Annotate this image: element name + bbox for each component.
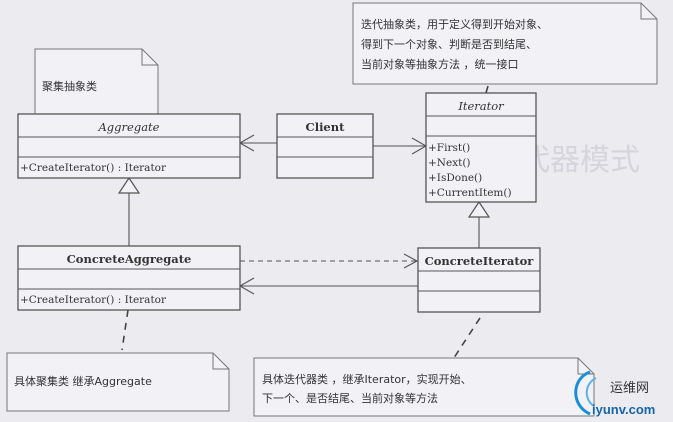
note-iterator-line-1: 迭代抽象类，用于定义得到开始对象、: [361, 17, 548, 31]
class-concrete-aggregate-name: ConcreteAggregate: [67, 252, 192, 266]
note-concrete-iterator-line-2: 下一个、是否结尾、当前对象等方法: [262, 391, 438, 405]
class-iterator-op-4: +CurrentItem(): [428, 187, 512, 199]
note-anchor-concreteiterator: [445, 317, 481, 371]
class-aggregate-op-1: +CreateIterator() : Iterator: [20, 162, 167, 174]
class-client: Client: [276, 113, 374, 179]
class-concrete-iterator-name: ConcreteIterator: [425, 254, 535, 268]
note-iterator-line-3: 当前对象等抽象方法 ，统一接口: [361, 57, 519, 71]
class-client-name: Client: [306, 120, 346, 134]
class-iterator-op-3: +IsDone(): [428, 172, 482, 184]
association-client-iterator: [373, 137, 428, 155]
class-iterator-op-2: +Next(): [428, 157, 471, 169]
class-concrete-aggregate-op-1: +CreateIterator() : Iterator: [20, 294, 167, 306]
class-iterator: Iterator +First() +Next() +IsDone() +Cur…: [425, 92, 537, 203]
watermark-site: iyunv.com: [592, 402, 655, 417]
dependency-concreteaggregate-concreteiterator: [240, 253, 419, 269]
class-aggregate-name: Aggregate: [98, 120, 160, 134]
association-concreteiterator-concreteaggregate: [238, 277, 418, 295]
class-iterator-op-1: +First(): [428, 142, 470, 154]
class-concrete-iterator: ConcreteIterator: [417, 247, 541, 313]
note-anchor-concreteaggregate: [121, 309, 129, 351]
note-concrete-aggregate-text: 具体聚集类 继承Aggregate: [14, 374, 152, 388]
note-concrete-iterator: 具体迭代器类 ，继承Iterator，实现开始、 下一个、是否结尾、当前对象等方…: [253, 357, 595, 417]
association-client-aggregate: [238, 134, 277, 152]
background-bleed-text: 代器模式: [520, 143, 640, 178]
class-iterator-name: Iterator: [457, 99, 505, 113]
watermark-cn: 运维网: [610, 381, 649, 396]
watermark-logo-icon: [574, 370, 591, 416]
note-concrete-iterator-line-1: 具体迭代器类 ，继承Iterator，实现开始、: [262, 372, 472, 386]
generalization-concreteiterator-iterator: [467, 200, 491, 248]
note-concrete-aggregate: 具体聚集类 继承Aggregate: [6, 352, 230, 412]
note-iterator: 迭代抽象类，用于定义得到开始对象、 得到下一个对象、判断是否到结尾、 当前对象等…: [352, 2, 658, 85]
note-iterator-line-2: 得到下一个对象、判断是否到结尾、: [361, 37, 537, 51]
generalization-concreteaggregate-aggregate: [117, 176, 141, 246]
note-aggregate-text: 聚集抽象类: [42, 79, 97, 93]
note-aggregate: 聚集抽象类: [34, 48, 159, 123]
class-concrete-aggregate: ConcreteAggregate +CreateIterator() : It…: [17, 245, 241, 311]
watermark: 运维网 iyunv.com: [574, 370, 655, 417]
class-aggregate: Aggregate +CreateIterator() : Iterator: [17, 113, 241, 179]
